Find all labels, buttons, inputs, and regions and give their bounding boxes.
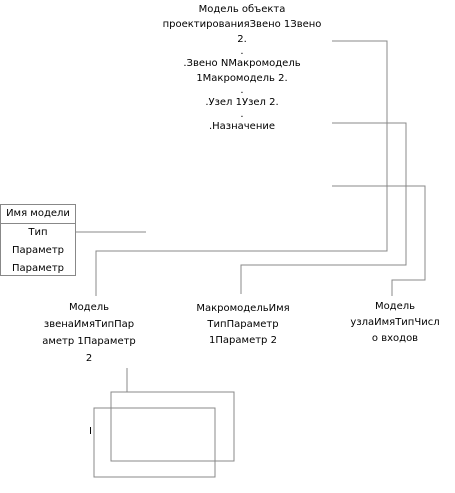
entity-box: Имя модели Тип Параметр Параметр bbox=[0, 204, 76, 276]
macro-model-line-2: ТипПараметр bbox=[207, 319, 279, 330]
title-line-1: Модель объекта bbox=[198, 4, 286, 15]
link-model-label: Модель звенаИмяТипПар аметр 1Параметр 2 bbox=[34, 299, 144, 367]
fragment-front-rect bbox=[93, 407, 216, 478]
title-dot-2: . bbox=[240, 85, 244, 96]
title-line-2: проектированияЗвено 1Звено bbox=[162, 19, 322, 30]
node-model-line-1: Модель bbox=[374, 301, 416, 312]
node-model-line-2: узлаИмяТипЧисл bbox=[350, 317, 440, 328]
entity-header: Имя модели bbox=[1, 205, 75, 224]
entity-row-param-2: Параметр bbox=[12, 263, 64, 274]
connector-macro-model bbox=[240, 122, 407, 294]
title-line-3: 2. bbox=[237, 34, 247, 45]
fragment-back-rect bbox=[110, 391, 235, 462]
title-line-4: .Звено NМакромодель bbox=[183, 58, 301, 69]
title-line-6: .Узел 1Узел 2. bbox=[205, 97, 279, 108]
link-model-line-4: 2 bbox=[85, 353, 93, 364]
entity-row-type: Тип bbox=[28, 227, 48, 238]
title-dot-1: . bbox=[240, 46, 244, 57]
title-line-5: 1Макромодель 2. bbox=[196, 73, 288, 84]
node-model-label: Модель узлаИмяТипЧисл о входов bbox=[340, 299, 450, 347]
title-line-7: .Назначение bbox=[208, 121, 276, 132]
entity-row-param-1: Параметр bbox=[12, 245, 64, 256]
link-model-line-3: аметр 1Параметр bbox=[42, 336, 136, 347]
macro-model-line-1: МакромодельИмя bbox=[196, 303, 290, 314]
title-block: Модель объекта проектированияЗвено 1Звен… bbox=[152, 2, 332, 134]
fragment-glyph: I bbox=[89, 426, 92, 437]
macro-model-label: МакромодельИмя ТипПараметр 1Параметр 2 bbox=[183, 301, 303, 349]
link-model-line-2: звенаИмяТипПар bbox=[43, 319, 135, 330]
connector-node-model bbox=[332, 185, 426, 296]
node-model-line-3: о входов bbox=[371, 333, 419, 344]
title-dot-3: . bbox=[240, 109, 244, 120]
macro-model-line-3: 1Параметр 2 bbox=[209, 335, 277, 346]
link-model-line-1: Модель bbox=[68, 302, 110, 313]
connector-link-model bbox=[95, 40, 388, 296]
